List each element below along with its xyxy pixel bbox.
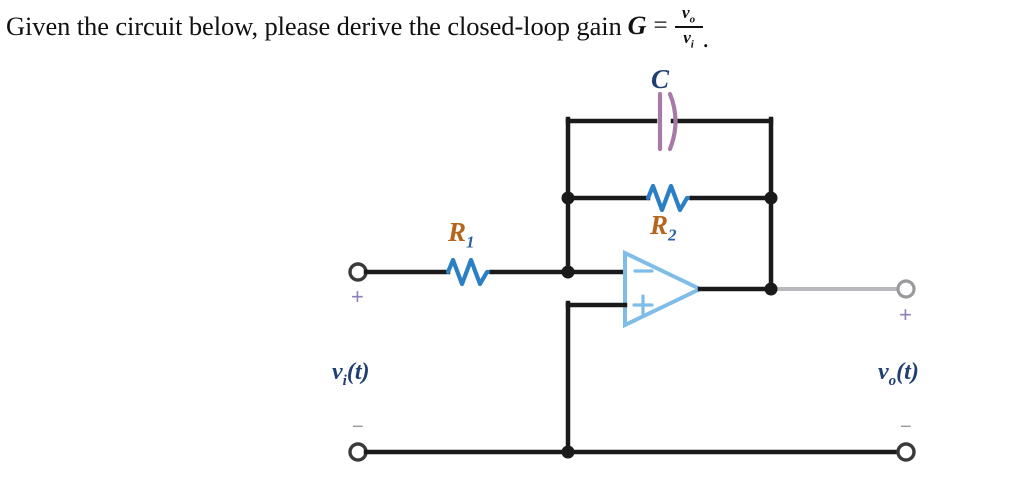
equals-sign: = bbox=[653, 12, 668, 39]
fraction-denominator: vi bbox=[683, 28, 694, 51]
fraction-numerator: vo bbox=[682, 3, 696, 26]
sentence-period: . bbox=[702, 24, 710, 53]
circuit-svg bbox=[348, 91, 916, 462]
resistor-r2-label: R2 bbox=[650, 210, 677, 245]
resistor-r1-zigzag bbox=[445, 257, 495, 287]
input-terminal-plus bbox=[348, 262, 368, 282]
output-voltage-label: vo(t) bbox=[878, 359, 919, 389]
resistor-r1-label: R1 bbox=[448, 217, 475, 252]
gain-symbol: G bbox=[627, 11, 647, 40]
output-terminal-plus bbox=[896, 279, 916, 299]
junction-dot-r1-node bbox=[561, 265, 575, 279]
output-terminal-minus bbox=[896, 442, 916, 462]
input-voltage-label: vi(t) bbox=[332, 359, 370, 389]
fraction-bar bbox=[674, 26, 703, 29]
junction-dot-output-node bbox=[764, 282, 778, 296]
junction-dot-ground-node bbox=[561, 445, 575, 459]
junction-dot-r2-output-node bbox=[764, 191, 778, 205]
input-terminal-minus bbox=[348, 442, 368, 462]
junction-dot-inverting-node bbox=[561, 191, 575, 205]
problem-statement: Given the circuit below, please derive t… bbox=[6, 3, 1016, 62]
output-minus-sign: − bbox=[900, 416, 912, 438]
capacitor-plate-curved bbox=[667, 91, 678, 152]
input-minus-sign: − bbox=[352, 416, 364, 438]
prompt-sentence: Given the circuit below, please derive t… bbox=[6, 11, 622, 41]
output-plus-sign: + bbox=[899, 302, 912, 327]
resistor-r2-zigzag bbox=[645, 183, 695, 213]
capacitor-label: C bbox=[651, 64, 670, 94]
circuit-diagram: C R1 R2 vi(t) vo(t) + − + − bbox=[0, 56, 1024, 477]
gain-fraction: vo vi bbox=[674, 3, 703, 52]
input-plus-sign: + bbox=[351, 284, 364, 309]
opamp-triangle bbox=[623, 249, 705, 329]
